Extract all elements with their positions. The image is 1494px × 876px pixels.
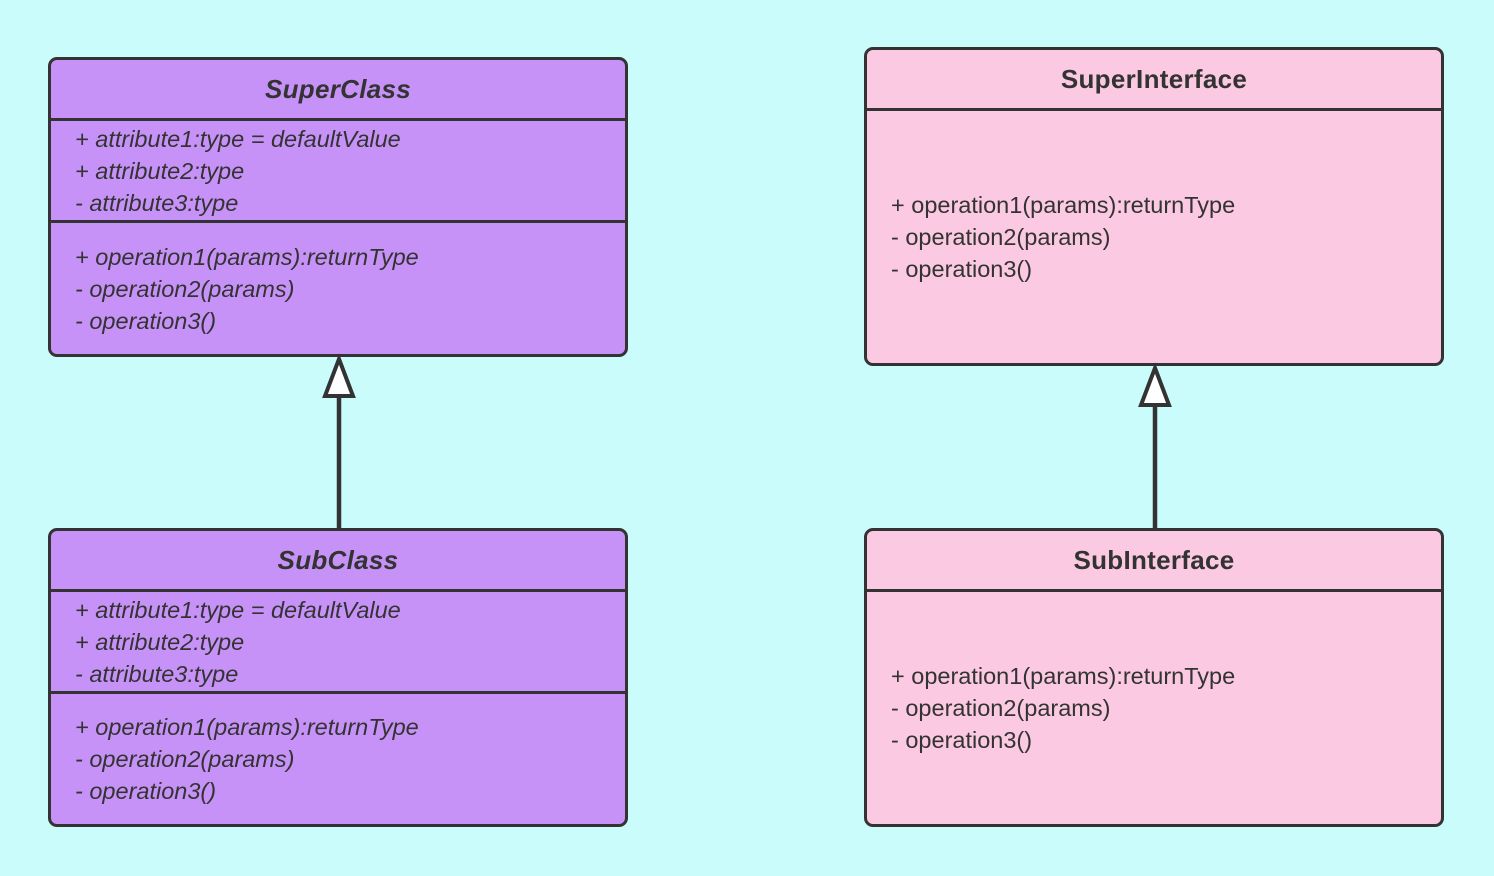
operation-line: + operation1(params):returnType bbox=[891, 192, 1236, 218]
class-title-subclass: SubClass bbox=[277, 544, 399, 575]
attribute-line: + attribute1:type = defaultValue bbox=[75, 596, 401, 623]
attributes-compartment: + attribute1:type = defaultValue + attri… bbox=[51, 589, 625, 691]
class-box-superclass[interactable]: SuperClass + attribute1:type = defaultVa… bbox=[48, 57, 628, 357]
interface-title-superinterface: SuperInterface bbox=[1060, 63, 1248, 94]
class-title-superclass: SuperClass bbox=[264, 73, 412, 104]
attributes-compartment: + attribute1:type = defaultValue + attri… bbox=[51, 118, 625, 220]
class-box-subclass[interactable]: SubClass + attribute1:type = defaultValu… bbox=[48, 528, 628, 827]
interface-box-subinterface[interactable]: SubInterface + operation1(params):return… bbox=[864, 528, 1444, 827]
operation-line: - operation2(params) bbox=[891, 695, 1111, 721]
generalization-arrowhead-icon bbox=[322, 353, 356, 398]
attribute-line: + attribute2:type bbox=[75, 628, 245, 655]
generalization-arrowhead-icon bbox=[1138, 362, 1172, 407]
attribute-line: + attribute2:type bbox=[75, 157, 245, 184]
generalization-edge-subinterface-superinterface[interactable] bbox=[1133, 362, 1177, 531]
operation-line: + operation1(params):returnType bbox=[891, 663, 1236, 689]
attribute-line: - attribute3:type bbox=[75, 189, 239, 216]
operation-line: - operation3() bbox=[891, 256, 1033, 282]
operation-line: - operation2(params) bbox=[75, 746, 295, 772]
operations-compartment: + operation1(params):returnType - operat… bbox=[867, 589, 1441, 824]
generalization-edge-subclass-superclass[interactable] bbox=[317, 353, 361, 531]
operation-line: - operation2(params) bbox=[75, 275, 295, 302]
operation-line: - operation2(params) bbox=[891, 224, 1111, 250]
operation-line: + operation1(params):returnType bbox=[75, 714, 419, 740]
operation-line: + operation1(params):returnType bbox=[75, 243, 419, 270]
operation-line: - operation3() bbox=[75, 307, 217, 334]
operation-line: - operation3() bbox=[75, 778, 217, 804]
operations-compartment: + operation1(params):returnType - operat… bbox=[51, 220, 625, 354]
operation-line: - operation3() bbox=[891, 727, 1033, 753]
attribute-line: - attribute3:type bbox=[75, 660, 239, 687]
interface-box-superinterface[interactable]: SuperInterface + operation1(params):retu… bbox=[864, 47, 1444, 366]
operations-compartment: + operation1(params):returnType - operat… bbox=[867, 108, 1441, 363]
operations-compartment: + operation1(params):returnType - operat… bbox=[51, 691, 625, 824]
interface-title-subinterface: SubInterface bbox=[1073, 544, 1235, 575]
attribute-line: + attribute1:type = defaultValue bbox=[75, 125, 401, 152]
